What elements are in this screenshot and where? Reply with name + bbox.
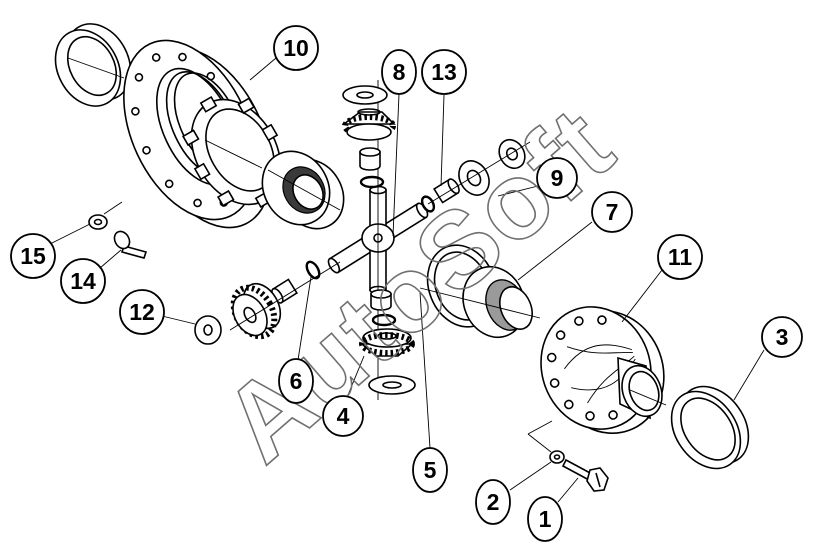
callout-15: 15: [10, 233, 56, 279]
flange-housing: [123, 39, 291, 229]
callout-13: 13: [421, 49, 467, 95]
top-pinion-gear: [341, 108, 396, 141]
top-thrust-washer: [342, 85, 388, 105]
callout-3: 3: [761, 316, 803, 358]
bolt-1: [561, 458, 609, 492]
callout-9: 9: [536, 157, 578, 199]
lock-washer-15: [88, 201, 123, 230]
callout-label: 2: [487, 489, 500, 515]
callout-label: 14: [70, 268, 96, 294]
differential-housing-11: [540, 306, 667, 435]
callout-label: 8: [393, 59, 406, 85]
left-retaining-ring: [305, 260, 321, 280]
bottom-thrust-washer: [368, 375, 416, 395]
callout-label: 9: [551, 165, 564, 191]
washer-12: [194, 315, 222, 345]
bottom-pinion-gear: [359, 328, 415, 357]
callout-5: 5: [412, 447, 448, 493]
callout-label: 13: [431, 59, 457, 85]
bearing-cup-top-left: [54, 23, 132, 107]
top-retaining-ring: [359, 175, 385, 189]
callout-label: 11: [668, 244, 693, 270]
callout-1: 1: [527, 496, 563, 542]
callout-label: 10: [283, 35, 309, 61]
top-bushing: [359, 147, 381, 171]
callout-8: 8: [381, 49, 417, 95]
callout-10: 10: [273, 25, 319, 71]
callout-6: 6: [278, 358, 314, 404]
callout-14: 14: [60, 258, 106, 304]
bottom-bushing: [370, 289, 392, 311]
washer-2: [527, 420, 565, 464]
callout-4: 4: [322, 395, 364, 437]
callout-2: 2: [475, 479, 511, 525]
callout-label: 1: [539, 506, 552, 532]
callout-label: 6: [290, 368, 303, 394]
bolt-14: [113, 230, 148, 259]
callout-11: 11: [657, 234, 703, 280]
bearing-cone-left: [261, 150, 345, 230]
callout-7: 7: [591, 191, 633, 233]
leader-lines: [49, 57, 765, 503]
right-thrust-washer: [458, 160, 490, 196]
seal-flange: [419, 265, 541, 339]
callout-label: 7: [606, 199, 619, 225]
callout-12: 12: [119, 289, 165, 335]
right-small-washer: [427, 138, 531, 205]
bottom-retaining-ring: [371, 313, 397, 327]
callout-label: 4: [337, 403, 350, 429]
callout-label: 5: [424, 457, 437, 483]
callout-label: 12: [129, 299, 155, 325]
callout-label: 15: [20, 243, 46, 269]
bearing-cup-3: [670, 385, 750, 470]
left-side-gear: [229, 261, 341, 340]
callout-label: 3: [776, 324, 789, 350]
